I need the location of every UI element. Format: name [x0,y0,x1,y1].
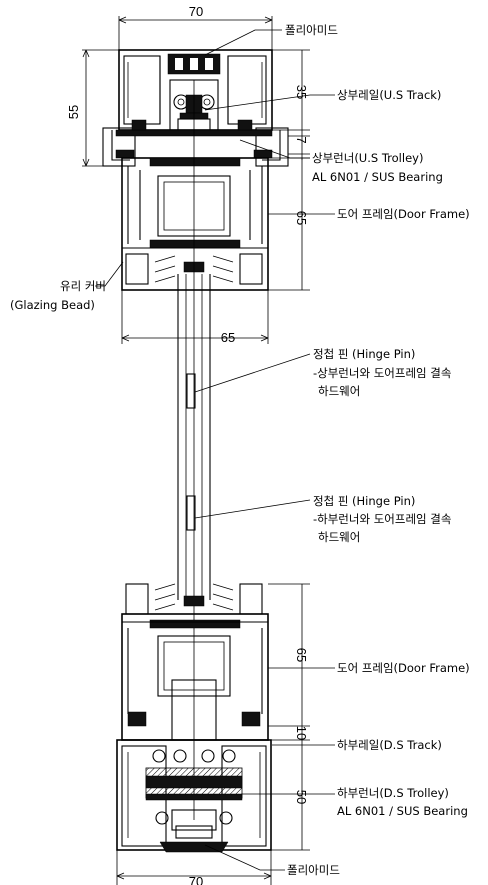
dim-lower-frame-label: 65 [294,648,309,662]
dim-top-gap-label: 7 [294,136,309,143]
dim-top-width: 70 [118,4,273,50]
callout-hinge-pin-upper-desc: -상부런너와 도어프레임 결속 [313,366,451,380]
leader-lines [95,29,335,871]
upper-door-frame [121,157,269,291]
glass-panel [177,80,211,820]
dim-middle-width: 65 [121,290,269,345]
dim-top-gap: 7 [288,130,310,160]
callout-upper-trolley-spec: AL 6N01 / SUS Bearing [312,170,443,184]
callout-upper-trolley: 상부런너(U.S Trolley) [312,151,423,165]
dim-bottom-width: 70 [116,850,272,885]
callout-door-frame-upper: 도어 프레임(Door Frame) [337,207,470,221]
dim-lower-gap: 10 [268,726,310,744]
dim-top-height-label: 55 [66,105,81,119]
callout-glazing-bead: 유리 커버 [60,279,106,293]
callout-polyamide-top: 폴리아미드 [285,23,338,37]
dim-bottom-width-label: 70 [189,874,203,885]
dim-middle-width-label: 65 [221,330,235,345]
dim-bottom-rail-label: 50 [294,790,309,804]
dim-bottom-rail: 50 [271,744,310,851]
dim-top-rail: 35 [272,49,310,131]
callout-door-frame-lower: 도어 프레임(Door Frame) [337,661,470,675]
dim-lower-gap-label: 10 [294,726,309,740]
polyamide-bottom-block [159,825,229,853]
callout-lower-trolley: 하부런너(D.S Trolley) [337,786,449,800]
dim-top-height: 55 [66,49,119,167]
callout-lower-track: 하부레일(D.S Track) [337,738,442,752]
callout-hinge-pin-lower: 정첩 핀 (Hinge Pin) [313,494,415,508]
dim-upper-frame-label: 65 [294,211,309,225]
polyamide-top-block [167,53,221,75]
callout-hinge-pin-upper-hw: 하드웨어 [318,384,360,398]
callout-polyamide-bottom: 폴리아미드 [287,863,340,877]
callout-hinge-pin-upper: 정첩 핀 (Hinge Pin) [313,347,415,361]
dim-top-width-label: 70 [189,4,203,19]
callout-lower-trolley-spec: AL 6N01 / SUS Bearing [337,804,468,818]
dim-lower-frame: 65 [268,583,310,727]
callout-hinge-pin-lower-hw: 하드웨어 [318,530,360,544]
callout-upper-track: 상부레일(U.S Track) [337,88,441,102]
lower-door-frame [121,583,269,741]
dim-upper-frame: 65 [268,157,310,291]
callout-hinge-pin-lower-desc: -하부런너와 도어프레임 결속 [313,512,451,526]
callout-glazing-bead-en: (Glazing Bead) [10,298,95,312]
lower-track [116,739,272,851]
